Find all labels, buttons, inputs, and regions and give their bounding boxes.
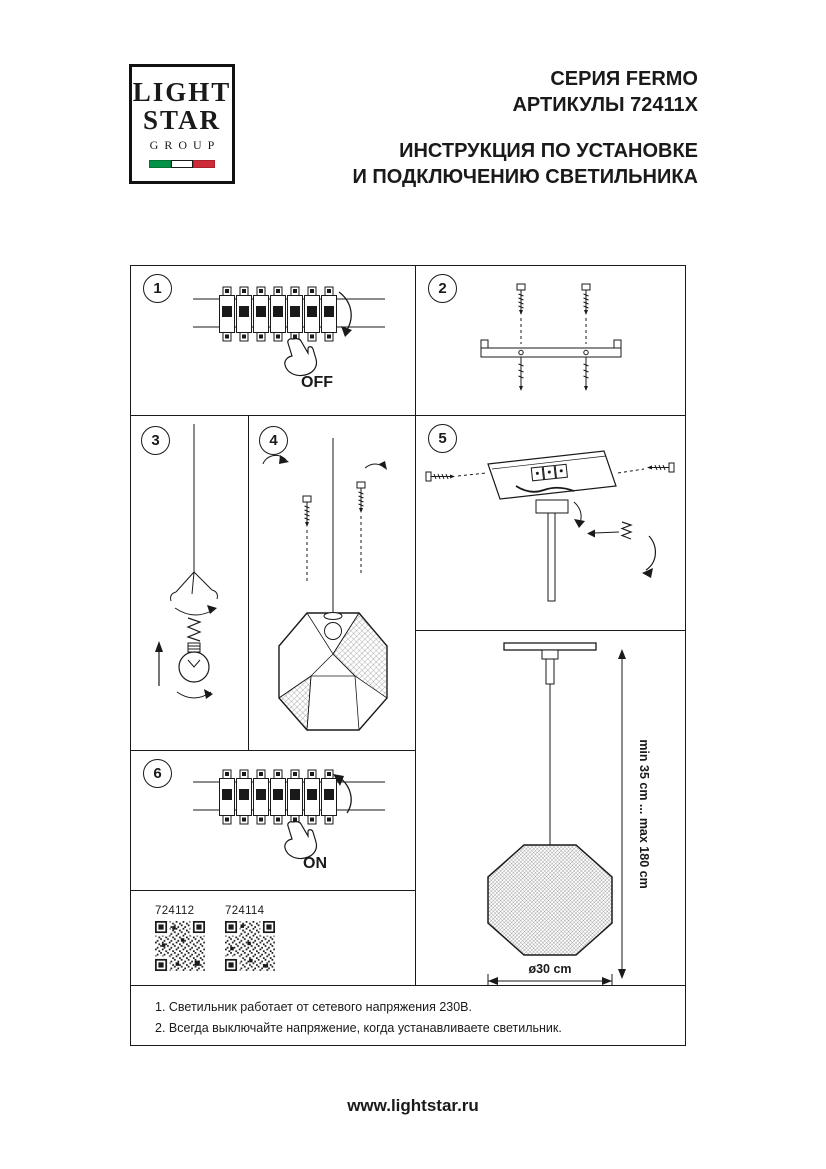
mounting-bracket-drawing: [480, 283, 622, 391]
qr-codes-panel: 724112 724114: [130, 890, 416, 986]
ceiling-plate-icon: [503, 642, 597, 651]
step-number-2: 2: [428, 274, 457, 303]
circuit-breaker-off-drawing: [193, 286, 385, 377]
pendant-lamp-drawing: min 35 cm ... max 180 cm ø30 cm: [487, 642, 651, 988]
series-title: СЕРИЯ FERMO: [550, 68, 698, 90]
height-range-label: min 35 cm ... max 180 cm: [637, 739, 651, 888]
step-number-4: 4: [259, 426, 288, 455]
pointing-hand-icon: [284, 338, 318, 377]
step-panel-5: 5: [415, 415, 686, 631]
rotate-arrow-icon: [645, 535, 656, 571]
instruction-title-line2: И ПОДКЛЮЧЕНИЮ СВЕТИЛЬНИКА: [352, 166, 698, 188]
pendant-rod-icon: [547, 512, 556, 602]
lamp-dimensions-panel: min 35 cm ... max 180 cm ø30 cm: [415, 630, 686, 988]
step-panel-3: 3: [130, 415, 249, 751]
step-number-5: 5: [428, 424, 457, 453]
website-url: www.lightstar.ru: [347, 1096, 479, 1115]
note-line-2: 2. Всегда выключайте напряжение, когда у…: [155, 1021, 562, 1035]
qr-block-2: 724114: [225, 905, 275, 976]
wiring-hook-bulb-drawing: [155, 424, 218, 699]
logo-word-group: GROUP: [149, 138, 221, 152]
on-label: ON: [303, 855, 327, 872]
spring-icon: [620, 521, 633, 540]
step-panel-1: 1 OFF: [130, 265, 416, 416]
step-number-1: 1: [143, 274, 172, 303]
diameter-label: ø30 cm: [528, 962, 571, 976]
switch-off-arrow-icon: [338, 291, 352, 331]
qr-code-2-icon: [225, 921, 275, 971]
shade-assembly-drawing: [262, 438, 388, 731]
step-number-6: 6: [143, 759, 172, 788]
pointing-hand-icon: [284, 821, 318, 860]
canopy-mounting-drawing: [425, 450, 675, 602]
logo-word-star: STAR: [142, 105, 222, 135]
instruction-title-line1: ИНСТРУКЦИЯ ПО УСТАНОВКЕ: [399, 140, 698, 162]
octagonal-shade-icon: [487, 844, 613, 956]
qr-code-1-icon: [155, 921, 205, 971]
italian-flag-icon: [132, 160, 232, 168]
step-number-3: 3: [141, 426, 170, 455]
off-label: OFF: [301, 374, 333, 391]
qr-block-1: 724112: [155, 905, 205, 976]
title-block: СЕРИЯ FERMO АРТИКУЛЫ 72411X ИНСТРУКЦИЯ П…: [300, 66, 698, 190]
article-number-2: 724114: [225, 905, 265, 917]
note-line-1: 1. Светильник работает от сетевого напря…: [155, 1000, 472, 1014]
circuit-breaker-on-drawing: [193, 769, 385, 860]
step-panel-4: 4: [248, 415, 416, 751]
lightstar-logo: LIGHT STAR GROUP: [129, 64, 235, 184]
safety-notes-panel: 1. Светильник работает от сетевого напря…: [130, 985, 686, 1046]
articles-title: АРТИКУЛЫ 72411X: [512, 94, 698, 116]
twist-arrow-icon: [174, 607, 214, 616]
bulb-in-shade-icon: [324, 622, 342, 640]
logo-word-light: LIGHT: [132, 77, 232, 107]
step-panel-2: 2: [415, 265, 686, 416]
article-number-1: 724112: [155, 905, 195, 917]
step-panel-6: 6 ON: [130, 750, 416, 891]
